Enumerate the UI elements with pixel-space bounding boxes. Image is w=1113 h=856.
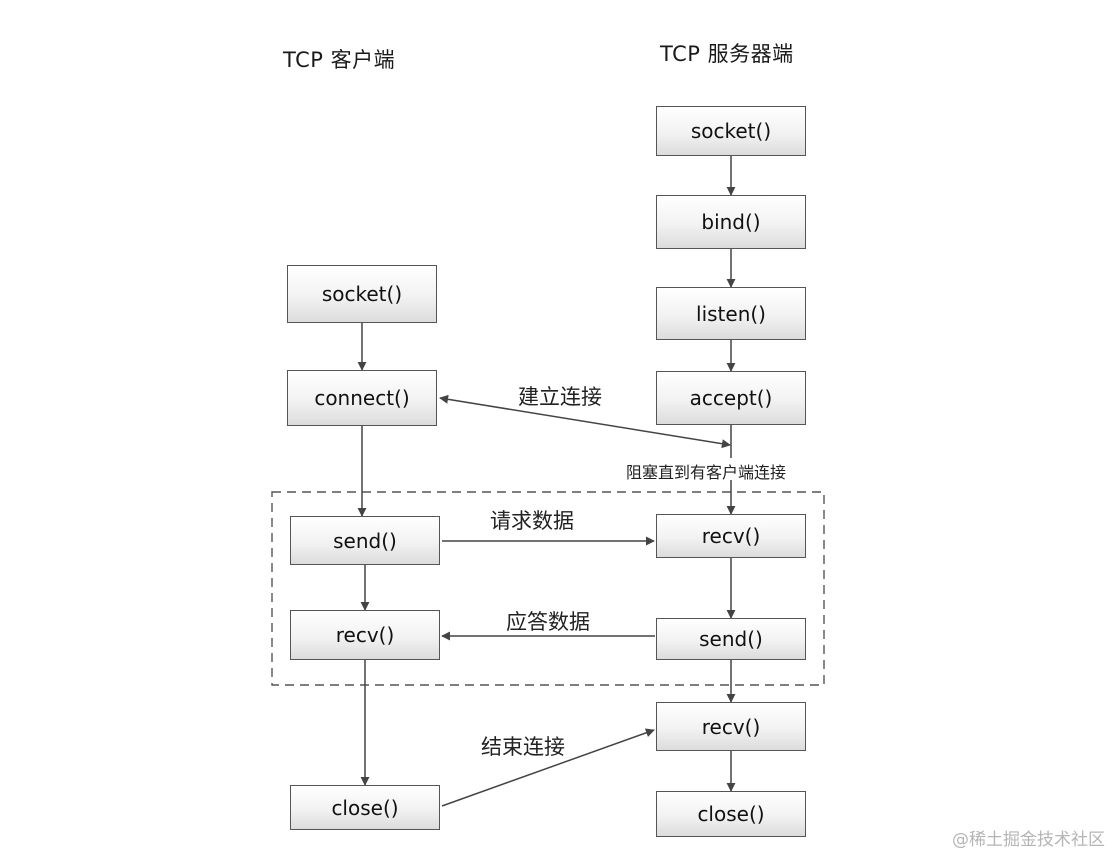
label-establish-connection: 建立连接 bbox=[518, 385, 602, 409]
label-blocking-until-client: 阻塞直到有客户端连接 bbox=[626, 463, 787, 482]
watermark: @稀土掘金技术社区 bbox=[952, 830, 1105, 850]
label-response-data: 应答数据 bbox=[506, 610, 590, 634]
client-close-box: close() bbox=[290, 785, 440, 830]
server-listen-box: listen() bbox=[656, 287, 806, 340]
server-send-box: send() bbox=[656, 618, 806, 660]
data-exchange-region bbox=[271, 491, 825, 686]
label-finish-connection: 结束连接 bbox=[481, 735, 565, 759]
client-socket-box: socket() bbox=[287, 265, 437, 323]
server-close-box: close() bbox=[656, 791, 806, 837]
arrow-establish-connection bbox=[439, 394, 731, 449]
server-column-title: TCP 服务器端 bbox=[660, 42, 794, 66]
client-column-title: TCP 客户端 bbox=[283, 48, 396, 72]
arrow-finish-connection bbox=[441, 728, 655, 807]
server-bind-box: bind() bbox=[656, 195, 806, 249]
server-socket-box: socket() bbox=[656, 106, 806, 156]
server-recv-end-box: recv() bbox=[656, 702, 806, 751]
label-request-data: 请求数据 bbox=[490, 509, 574, 533]
client-connect-box: connect() bbox=[287, 370, 437, 426]
client-recv-box: recv() bbox=[290, 610, 440, 660]
server-accept-box: accept() bbox=[656, 371, 806, 425]
client-send-box: send() bbox=[290, 516, 440, 565]
server-recv-box: recv() bbox=[656, 514, 806, 558]
